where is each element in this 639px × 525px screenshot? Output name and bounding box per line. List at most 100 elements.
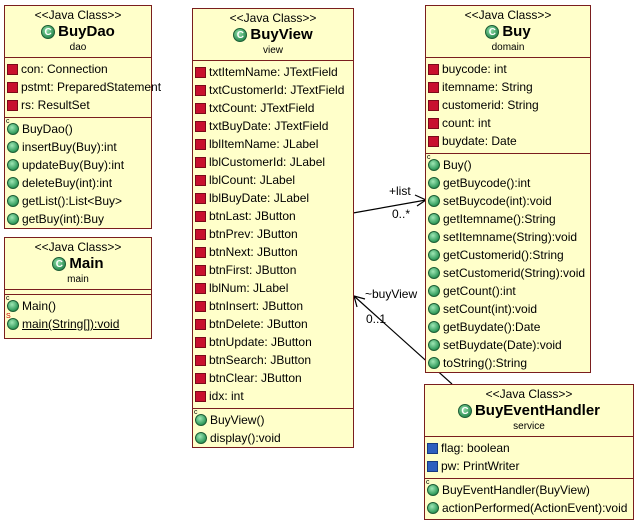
- field-row[interactable]: btnSearch: JButton: [193, 351, 353, 369]
- method-row[interactable]: updateBuy(Buy):int: [5, 156, 151, 174]
- field-row[interactable]: btnFirst: JButton: [193, 261, 353, 279]
- method-text: Main(): [22, 299, 57, 313]
- field-row[interactable]: btnClear: JButton: [193, 369, 353, 387]
- private-field-icon: [7, 81, 18, 93]
- methods-section: Main()main(String[]):void: [5, 295, 151, 336]
- method-text: setItemname(String):void: [443, 230, 578, 244]
- field-row[interactable]: pw: PrintWriter: [425, 457, 633, 475]
- method-text: insertBuy(Buy):int: [22, 140, 117, 154]
- field-text: flag: boolean: [441, 441, 510, 455]
- field-text: txtItemName: JTextField: [209, 65, 338, 79]
- private-field-icon: [195, 156, 206, 168]
- method-row[interactable]: getBuy(int):Buy: [5, 210, 151, 228]
- field-row[interactable]: buydate: Date: [426, 132, 590, 150]
- field-row[interactable]: itemname: String: [426, 78, 590, 96]
- class-icon: C: [457, 404, 472, 418]
- fields-section: txtItemName: JTextField txtCustomerId: JT…: [193, 61, 353, 409]
- field-row[interactable]: txtItemName: JTextField: [193, 63, 353, 81]
- method-text: setBuycode(int):void: [443, 194, 552, 208]
- field-row[interactable]: lblNum: JLabel: [193, 279, 353, 297]
- field-row[interactable]: con: Connection: [5, 60, 151, 78]
- method-text: toString():String: [443, 356, 528, 370]
- method-row[interactable]: setBuydate(Date):void: [426, 336, 590, 354]
- private-field-icon: [195, 246, 206, 258]
- method-text: getList():List<Buy>: [22, 194, 123, 208]
- package-field-icon: [427, 460, 438, 472]
- stereotype: <<Java Class>>: [485, 387, 573, 401]
- field-row[interactable]: txtBuyDate: JTextField: [193, 117, 353, 135]
- method-row[interactable]: getList():List<Buy>: [5, 192, 151, 210]
- method-row[interactable]: Buy(): [426, 154, 590, 174]
- public-method-icon: [7, 141, 19, 153]
- field-row[interactable]: txtCustomerId: JTextField: [193, 81, 353, 99]
- field-row[interactable]: idx: int: [193, 387, 353, 405]
- method-text: setBuydate(Date):void: [443, 338, 562, 352]
- field-text: btnInsert: JButton: [209, 299, 304, 313]
- buyview-arrowhead: [353, 295, 366, 308]
- field-text: rs: ResultSet: [21, 98, 90, 112]
- field-row[interactable]: btnInsert: JButton: [193, 297, 353, 315]
- method-row[interactable]: getCustomerid():String: [426, 246, 590, 264]
- field-row[interactable]: pstmt: PreparedStatement: [5, 78, 161, 96]
- field-row[interactable]: buycode: int: [426, 60, 590, 78]
- method-row[interactable]: BuyDao(): [5, 118, 151, 138]
- method-row[interactable]: toString():String: [426, 354, 590, 372]
- field-row[interactable]: btnDelete: JButton: [193, 315, 353, 333]
- method-row[interactable]: setCount(int):void: [426, 300, 590, 318]
- method-row[interactable]: setItemname(String):void: [426, 228, 590, 246]
- method-row[interactable]: getBuydate():Date: [426, 318, 590, 336]
- field-text: buycode: int: [442, 62, 507, 76]
- field-row[interactable]: customerid: String: [426, 96, 590, 114]
- field-row[interactable]: count: int: [426, 114, 590, 132]
- method-row[interactable]: setCustomerid(String):void: [426, 264, 590, 282]
- private-field-icon: [428, 117, 439, 129]
- public-method-icon: [7, 159, 19, 171]
- field-text: lblBuyDate: JLabel: [209, 191, 310, 205]
- public-method-icon: [428, 285, 440, 297]
- method-row[interactable]: Main(): [5, 295, 151, 315]
- method-row[interactable]: getItemname():String: [426, 210, 590, 228]
- private-field-icon: [195, 210, 206, 222]
- private-field-icon: [428, 63, 439, 75]
- private-field-icon: [428, 81, 439, 93]
- method-row[interactable]: BuyEventHandler(BuyView): [425, 479, 633, 499]
- private-field-icon: [195, 102, 206, 114]
- field-row[interactable]: btnUpdate: JButton: [193, 333, 353, 351]
- field-row[interactable]: lblCount: JLabel: [193, 171, 353, 189]
- field-text: btnLast: JButton: [209, 209, 296, 223]
- method-row[interactable]: BuyView(): [193, 409, 353, 429]
- method-row[interactable]: display():void: [193, 429, 353, 447]
- field-row[interactable]: txtCount: JTextField: [193, 99, 353, 117]
- method-row[interactable]: deleteBuy(int):int: [5, 174, 151, 192]
- field-row[interactable]: btnLast: JButton: [193, 207, 353, 225]
- field-row[interactable]: btnPrev: JButton: [193, 225, 353, 243]
- public-method-icon: [428, 249, 440, 261]
- class-name: Main: [69, 255, 104, 272]
- field-row[interactable]: lblBuyDate: JLabel: [193, 189, 353, 207]
- method-row[interactable]: getBuycode():int: [426, 174, 590, 192]
- field-row[interactable]: rs: ResultSet: [5, 96, 151, 114]
- field-text: lblCount: JLabel: [209, 173, 296, 187]
- public-method-icon: [428, 177, 440, 189]
- class-name: BuyDao: [58, 23, 115, 40]
- stereotype: <<Java Class>>: [464, 8, 552, 22]
- private-field-icon: [195, 336, 206, 348]
- method-row[interactable]: actionPerformed(ActionEvent):void: [425, 499, 633, 517]
- buyview-multiplicity-label: 0..1: [366, 312, 387, 326]
- method-row[interactable]: insertBuy(Buy):int: [5, 138, 151, 156]
- field-row[interactable]: lblItemName: JLabel: [193, 135, 353, 153]
- stereotype: <<Java Class>>: [34, 8, 122, 22]
- public-method-icon: [428, 213, 440, 225]
- field-row[interactable]: btnNext: JButton: [193, 243, 353, 261]
- method-row[interactable]: setBuycode(int):void: [426, 192, 590, 210]
- field-row[interactable]: lblCustomerId: JLabel: [193, 153, 353, 171]
- method-row[interactable]: getCount():int: [426, 282, 590, 300]
- method-row[interactable]: main(String[]):void: [5, 313, 151, 333]
- field-row[interactable]: flag: boolean: [425, 439, 633, 457]
